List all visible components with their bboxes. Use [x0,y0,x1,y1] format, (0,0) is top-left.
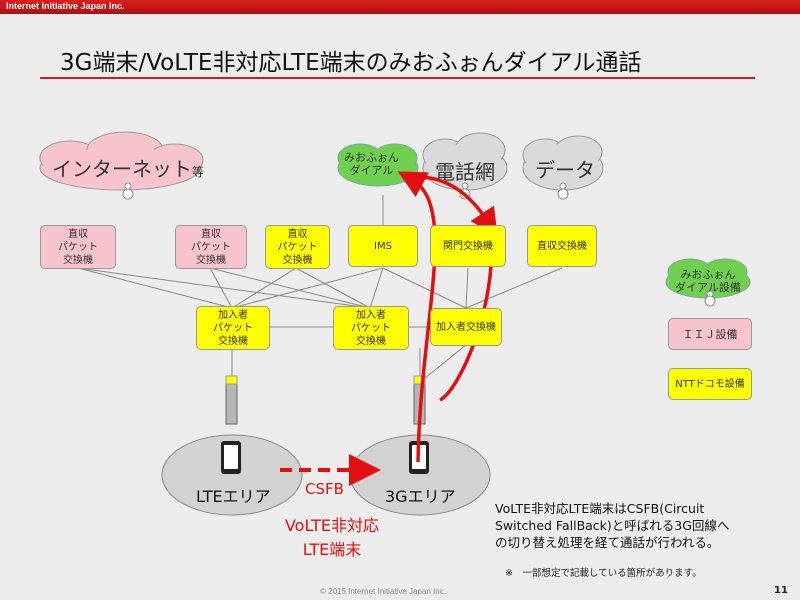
phone-network-label: 電話網 [435,160,495,184]
csfb-label: CSFB [305,480,344,498]
explanation-note: VoLTE非対応LTE端末はCSFB(Circuit Switched Fall… [495,501,730,550]
direct-packet-switch-1: 直収 パケット 交換機 [40,225,116,269]
legend-mio-cloud [665,258,751,299]
legend-mio-label: みおふぉん ダイアル設備 [675,268,741,294]
call-path-to-gateway [404,175,498,237]
gateway-switch: 関門交換機 [430,225,506,267]
call-path-up [397,171,437,463]
footer-copyright: © 2015 Internet Initiative Japan Inc. [320,587,446,596]
slide-title: 3G端末/VoLTE非対応LTE端末のみおふぉんダイアル通話 [60,50,642,76]
mio-dial-cloud-label: みおふぉん ダイアル [344,151,399,177]
connection-lines [77,195,563,379]
lte-area-label: LTEエリア [196,487,271,506]
subscriber-packet-switch-2: 加入者 パケット 交換機 [333,306,409,350]
internet-cloud [39,131,204,191]
volte-incompatible-label: VoLTE非対応 LTE端末 [284,516,380,559]
subscriber-switch: 加入者交換機 [430,308,502,346]
antenna-icons [225,375,426,425]
data-cloud [522,135,604,191]
legend-ntt: NTTドコモ設備 [668,368,752,400]
lte-area-ellipse [161,434,303,516]
brand-logo-text: Internet Initiative Japan Inc. [6,1,125,11]
direct-switch: 直収交換機 [527,225,597,267]
ims-node: IMS [348,225,418,267]
top-bar: Internet Initiative Japan Inc. [0,0,800,14]
direct-packet-switch-2: 直収 パケット 交換機 [175,225,247,269]
direct-packet-switch-3: 直収 パケット 交換機 [265,225,330,269]
subscriber-packet-switch-1: 加入者 パケット 交換機 [196,306,270,350]
title-underline [40,77,755,79]
internet-cloud-label: インターネット等 [52,157,205,181]
phone-network-cloud [422,132,508,191]
phone-icons [221,441,429,474]
page-number: 11 [774,585,788,596]
footnote: ※ 一部想定で記載している箇所があります。 [505,568,702,579]
3g-area-label: 3Gエリア [385,487,456,506]
data-cloud-label: データ [535,158,595,182]
legend-iij: ＩＩＪ設備 [668,318,752,350]
